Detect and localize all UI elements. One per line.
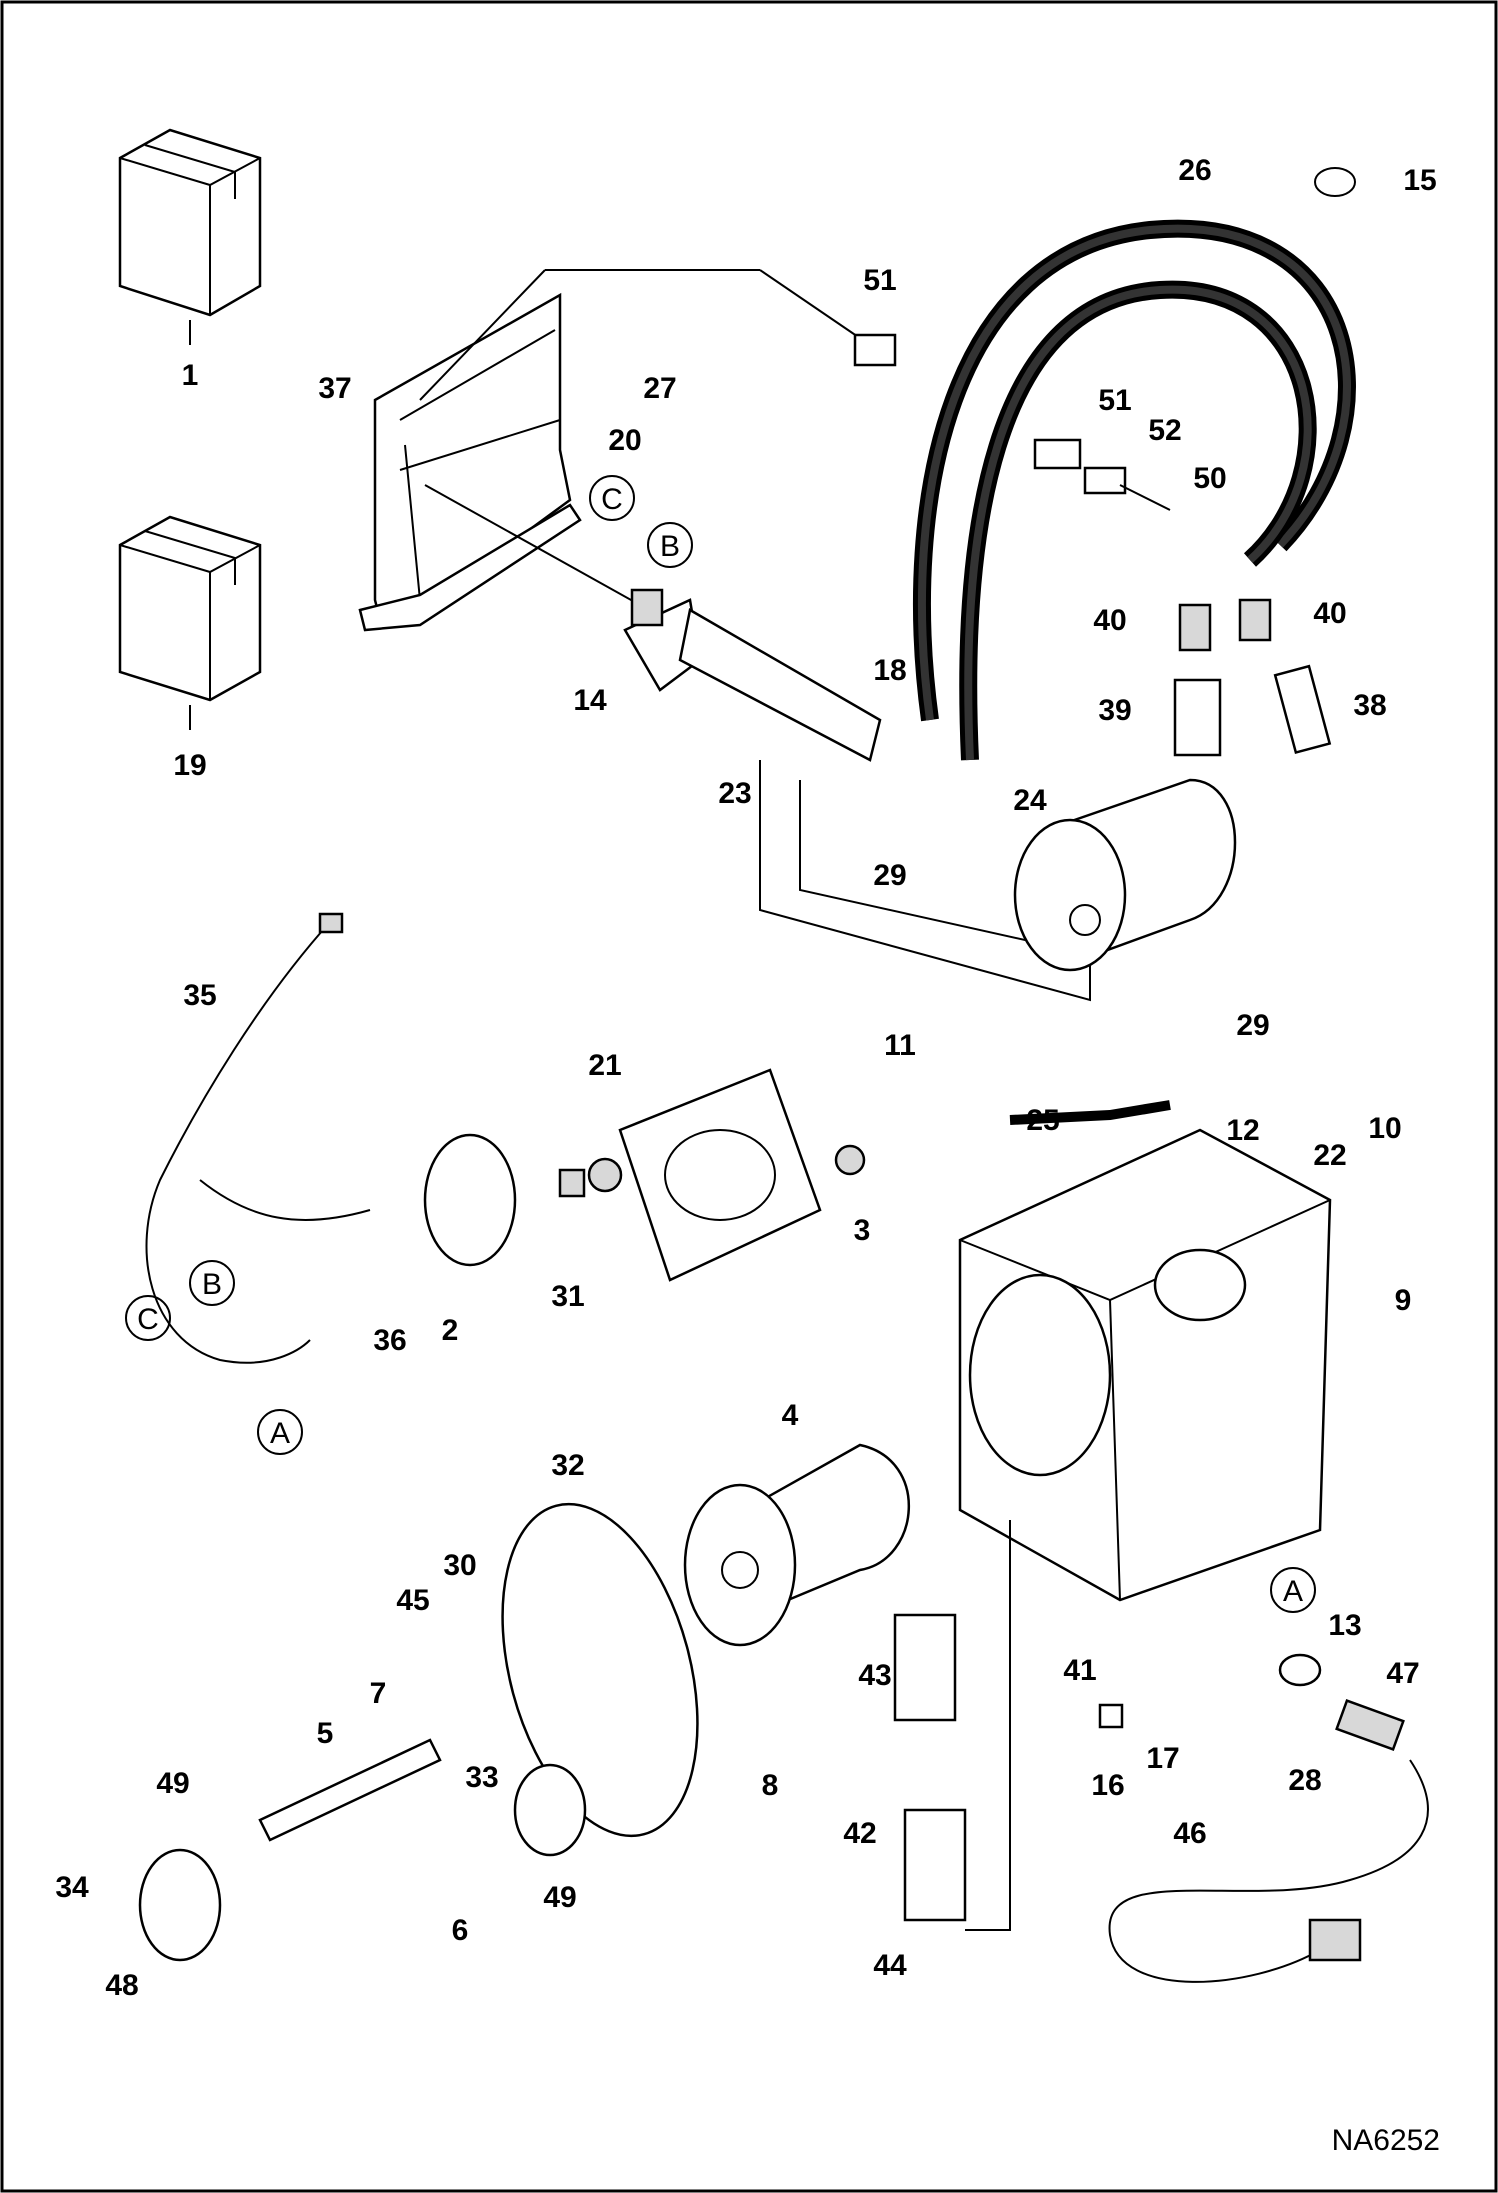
callout: 49 [156,1767,189,1800]
callout: 42 [843,1817,876,1850]
callout: 16 [1091,1769,1124,1802]
callout: 36 [373,1324,406,1357]
bracket-16 [1098,1703,1124,1729]
drum-4 [683,1443,910,1647]
bearing-49-left [138,1848,222,1962]
callout: 47 [1386,1657,1419,1690]
kit-box-1 [118,128,262,317]
callout: 44 [873,1949,907,1982]
clamp-51-top [853,333,897,367]
callout: 11 [884,1029,916,1062]
plate-52 [1083,466,1127,495]
callout: 7 [370,1677,387,1710]
callout: 37 [318,372,351,405]
callout: 27 [643,372,676,405]
callout: 52 [1148,414,1181,447]
callout: 15 [1403,164,1436,197]
callout: 20 [608,424,641,457]
callout: 10 [1368,1112,1401,1145]
fitting-40-right [1238,598,1272,642]
callout: 29 [1236,1009,1269,1042]
callout: 2 [442,1314,459,1347]
callout: 19 [173,749,206,782]
callout: 12 [1226,1114,1259,1147]
callout: 5 [317,1717,334,1750]
mounting-bracket [358,292,582,632]
callout: 43 [858,1659,891,1692]
connector-tag: C [601,483,623,516]
callout: 48 [105,1969,138,2002]
wiring-harness-35 [145,912,371,1364]
callout: 50 [1193,462,1226,495]
callout: 30 [443,1549,476,1582]
callout: 34 [55,1871,89,1904]
connector-tag: B [660,530,680,563]
strap-15 [1314,167,1356,197]
valve-block-14 [623,588,882,762]
clamp-51-bottom [1033,438,1082,470]
kit-box-19 [118,515,262,702]
winch-frame-12 [958,1128,1332,1602]
coupler-38 [1273,664,1332,755]
callout: 29 [873,859,906,892]
callout: 39 [1098,694,1131,727]
callout-labels: 1 19 26 15 51 51 52 50 37 27 20 B C 14 1… [55,154,1436,2002]
connector-tag: A [1283,1575,1303,1608]
callout: 40 [1093,604,1126,637]
callout: 18 [873,654,906,687]
callout: 31 [551,1280,584,1313]
callout: 49 [543,1881,576,1914]
callout: 21 [588,1049,621,1082]
callout: 33 [465,1761,498,1794]
callout: 25 [1026,1104,1059,1137]
hydraulic-hoses-26 [913,219,1356,761]
control-panel [423,1068,866,1282]
callout: 40 [1313,597,1346,630]
callout: 3 [854,1214,871,1247]
coupler-39 [1173,678,1222,757]
switch-13 [1278,1653,1322,1687]
connector-tag: C [137,1303,159,1336]
pendant-cable-46 [1108,1699,1429,1983]
callout: 46 [1173,1817,1206,1850]
callout: 51 [1098,384,1131,417]
callout: 24 [1013,784,1047,817]
filter-canister [1013,778,1237,972]
connector-tag: A [270,1417,290,1450]
connector-tag: B [202,1268,222,1301]
callout: 1 [182,359,199,392]
callout: 23 [718,777,751,810]
callout: 22 [1313,1139,1346,1172]
drum-plate-32 [501,1502,699,1838]
callout: 9 [1395,1284,1412,1317]
callout: 32 [551,1449,584,1482]
shaft-5 [258,1738,442,1842]
callout: 13 [1328,1609,1361,1642]
callout: 4 [782,1399,799,1432]
callout: 51 [863,264,896,297]
callout: 8 [762,1769,779,1802]
callout: 26 [1178,154,1211,187]
drawing-number: NA6252 [1332,2124,1440,2157]
callout: 38 [1353,689,1386,722]
tube-43 [893,1613,957,1722]
callout: 17 [1146,1742,1179,1775]
callout: 14 [573,684,607,717]
callout: 28 [1288,1764,1321,1797]
callout: 35 [183,979,216,1012]
callout: 41 [1063,1654,1096,1687]
bearing-49-right [513,1763,587,1857]
tube-42 [903,1808,967,1922]
fitting-40-left [1178,603,1212,652]
hose-25 [1009,1100,1171,1125]
callout: 6 [452,1914,469,1947]
callout: 45 [396,1584,429,1617]
